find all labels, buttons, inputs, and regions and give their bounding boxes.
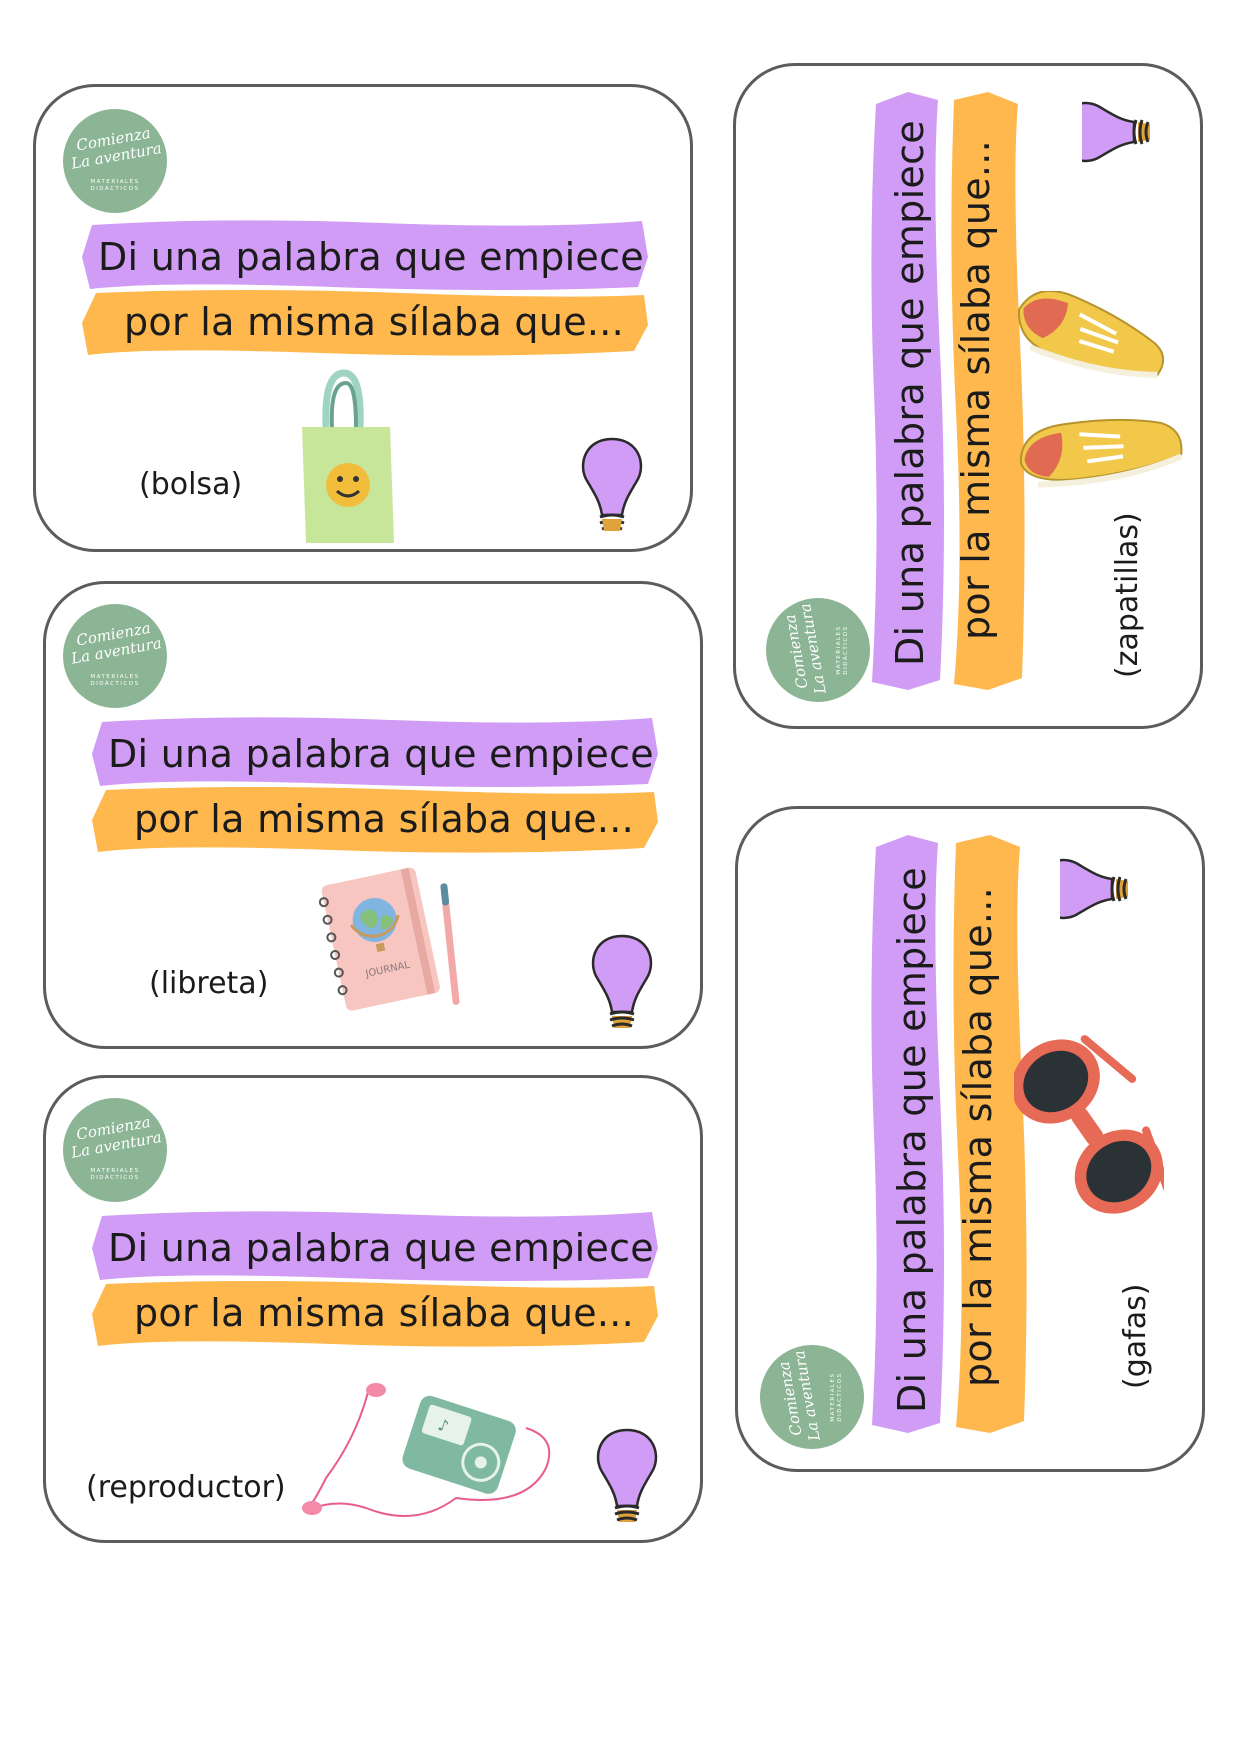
card-word-rotated: (gafas) xyxy=(1118,1284,1153,1389)
purple-brush-strip xyxy=(871,92,944,690)
purple-brush-strip xyxy=(92,717,658,787)
lightbulb-icon xyxy=(1082,101,1150,163)
prompt-line2: por la misma sílaba que... xyxy=(954,139,998,640)
sunglasses-icon xyxy=(1014,1035,1164,1214)
prompt-line1: Di una palabra que empiece xyxy=(108,1226,654,1270)
prompt-line2: por la misma sílaba que... xyxy=(124,300,625,344)
prompt-line1: Di una palabra que empiece xyxy=(108,732,654,776)
orange-brush-strip xyxy=(953,835,1027,1433)
orange-brush-strip xyxy=(92,1281,658,1347)
purple-brush-strip xyxy=(871,835,944,1433)
logo-tag2: DIDÁCTICOS xyxy=(837,1372,843,1422)
lightbulb-icon xyxy=(1060,858,1128,920)
prompt-rotated: Di una palabra que empiece por la misma … xyxy=(890,867,1000,1413)
prompt-line2: por la misma sílaba que... xyxy=(956,886,1000,1387)
purple-brush-strip xyxy=(82,220,648,290)
logo-tag1: MATERIALES xyxy=(830,1372,836,1422)
lightbulb-icon xyxy=(581,437,643,531)
prompt-line1: Di una palabra que empiece xyxy=(890,867,934,1413)
prompt-rotated: Di una palabra que empiece por la misma … xyxy=(888,120,998,666)
logo-tag1: MATERIALES xyxy=(90,1168,140,1174)
logo-tag2: DIDÁCTICOS xyxy=(843,625,849,675)
prompt-line1: Di una palabra que empiece xyxy=(888,120,932,666)
prompt-line2: por la misma sílaba que... xyxy=(134,797,635,841)
orange-brush-strip xyxy=(82,290,648,356)
lightbulb-icon xyxy=(596,1428,658,1522)
tote-bag-icon xyxy=(302,369,394,543)
prompt-line2: por la misma sílaba que... xyxy=(134,1291,635,1335)
logo-tag2: DIDÁCTICOS xyxy=(90,186,140,192)
card-word: (reproductor) xyxy=(86,1470,286,1505)
logo-tag1: MATERIALES xyxy=(836,625,842,675)
logo-tag2: DIDÁCTICOS xyxy=(90,681,140,687)
logo-tag1: MATERIALES xyxy=(90,674,140,680)
notebook-icon: JOURNAL xyxy=(318,867,460,1011)
card-gafas: Di una palabra que empiece por la misma … xyxy=(735,806,1205,1472)
orange-brush-strip xyxy=(951,92,1025,690)
logo-tag1: MATERIALES xyxy=(90,179,140,185)
card-word-rotated: (zapatillas) xyxy=(1110,512,1145,678)
card-zapatillas: Di una palabra que empiece por la misma … xyxy=(733,63,1203,729)
card-word: (gafas) xyxy=(1118,1283,1153,1389)
lightbulb-icon xyxy=(591,934,653,1028)
logo-tag2: DIDÁCTICOS xyxy=(90,1175,140,1181)
music-player-icon: ♪ xyxy=(302,1383,551,1517)
prompt-line1: Di una palabra que empiece xyxy=(98,235,644,279)
card-word: (libreta) xyxy=(149,966,269,1001)
card-word: (bolsa) xyxy=(139,467,243,502)
sneakers-icon xyxy=(1018,291,1183,488)
orange-brush-strip xyxy=(92,787,658,853)
card-word: (zapatillas) xyxy=(1110,512,1145,678)
purple-brush-strip xyxy=(92,1211,658,1281)
